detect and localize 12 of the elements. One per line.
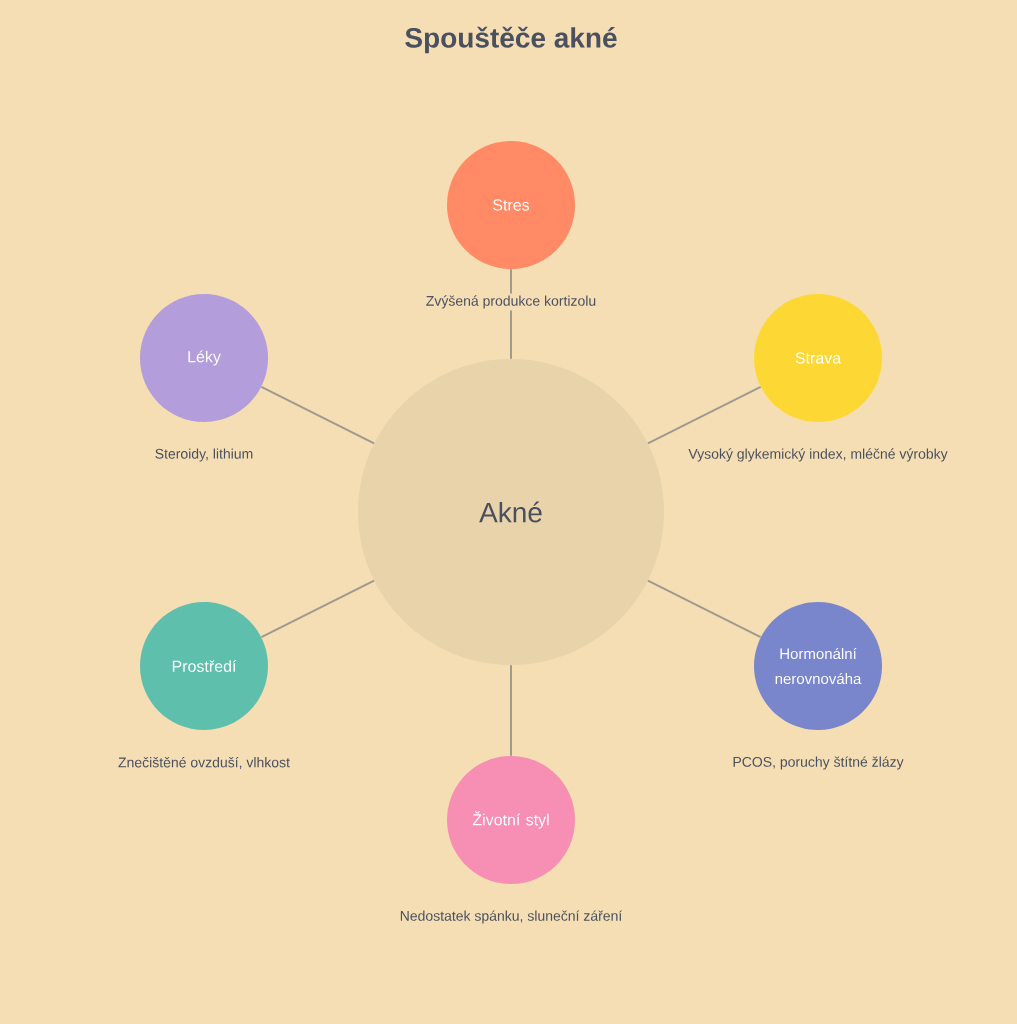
description-text: Nedostatek spánku, sluneční záření bbox=[400, 910, 623, 924]
title: Spouštěče akné bbox=[405, 26, 617, 54]
description-text: Steroidy, lithium bbox=[155, 448, 253, 462]
description-text: Vysoký glykemický index, mléčné výrobky bbox=[688, 448, 948, 462]
connector-line bbox=[646, 385, 762, 445]
description-text: Zvýšená produkce kortizolu bbox=[426, 295, 596, 309]
connector-line bbox=[260, 385, 376, 445]
description-text: Znečištěné ovzduší, vlhkost bbox=[118, 756, 290, 770]
connector-line bbox=[510, 664, 512, 757]
connector-line bbox=[260, 579, 376, 639]
connector-line bbox=[646, 579, 762, 639]
description-text: PCOS, poruchy štítné žlázy bbox=[733, 756, 904, 770]
